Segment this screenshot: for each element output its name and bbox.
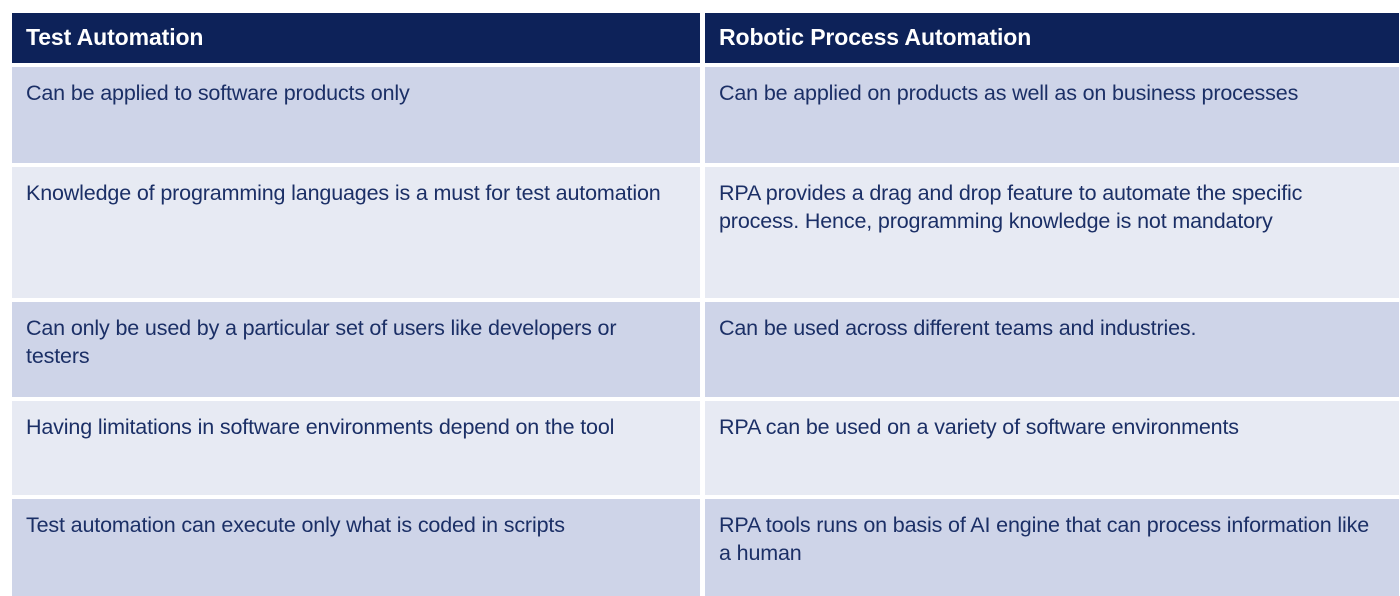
table-row: Knowledge of programming languages is a … xyxy=(12,167,1399,298)
cell-rpa-5: RPA tools runs on basis of AI engine tha… xyxy=(705,499,1399,596)
cell-text: RPA can be used on a variety of software… xyxy=(719,415,1239,439)
cell-rpa-2: RPA provides a drag and drop feature to … xyxy=(705,167,1399,298)
cell-text: Can only be used by a particular set of … xyxy=(26,316,617,369)
cell-test-automation-3: Can only be used by a particular set of … xyxy=(12,302,700,397)
table-grid: Test Automation Robotic Process Automati… xyxy=(12,13,1399,596)
header-label-robotic-process-automation: Robotic Process Automation xyxy=(719,24,1032,51)
cell-test-automation-2: Knowledge of programming languages is a … xyxy=(12,167,700,298)
cell-rpa-1: Can be applied on products as well as on… xyxy=(705,67,1399,163)
table-row: Can be applied to software products only… xyxy=(12,67,1399,163)
cell-text: Having limitations in software environme… xyxy=(26,415,615,439)
cell-test-automation-4: Having limitations in software environme… xyxy=(12,401,700,495)
cell-test-automation-5: Test automation can execute only what is… xyxy=(12,499,700,596)
header-label-test-automation: Test Automation xyxy=(26,24,204,51)
cell-text: RPA provides a drag and drop feature to … xyxy=(719,181,1303,234)
cell-text: Knowledge of programming languages is a … xyxy=(26,181,661,205)
table-row: Having limitations in software environme… xyxy=(12,401,1399,495)
cell-text: Can be applied to software products only xyxy=(26,81,410,105)
table-header-row: Test Automation Robotic Process Automati… xyxy=(12,13,1399,63)
header-cell-robotic-process-automation: Robotic Process Automation xyxy=(705,13,1399,63)
cell-text: RPA tools runs on basis of AI engine tha… xyxy=(719,513,1369,566)
cell-text: Can be used across different teams and i… xyxy=(719,316,1197,340)
cell-text: Can be applied on products as well as on… xyxy=(719,81,1299,105)
cell-rpa-3: Can be used across different teams and i… xyxy=(705,302,1399,397)
cell-rpa-4: RPA can be used on a variety of software… xyxy=(705,401,1399,495)
cell-text: Test automation can execute only what is… xyxy=(26,513,565,537)
cell-test-automation-1: Can be applied to software products only xyxy=(12,67,700,163)
table-row: Can only be used by a particular set of … xyxy=(12,302,1399,397)
table-row: Test automation can execute only what is… xyxy=(12,499,1399,596)
header-cell-test-automation: Test Automation xyxy=(12,13,700,63)
